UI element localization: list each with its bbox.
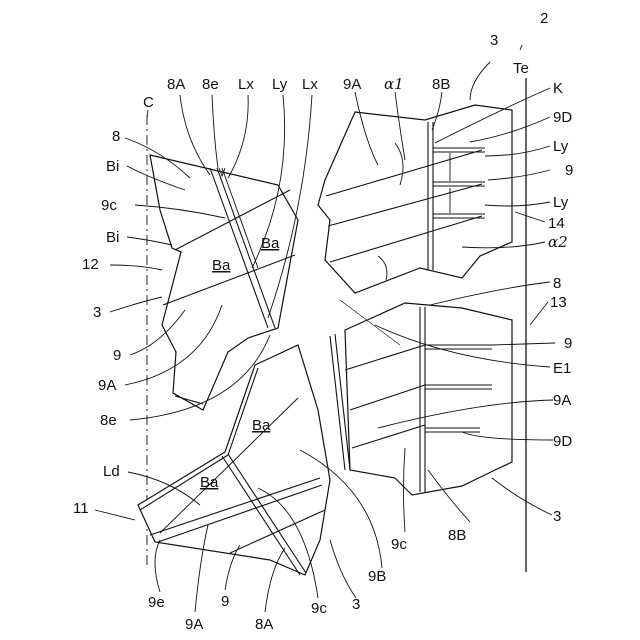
label-c: C xyxy=(143,94,154,111)
label-ba-2: Ba xyxy=(212,257,231,274)
label-8-left: 8 xyxy=(112,128,120,145)
label-e1: E1 xyxy=(553,360,571,377)
label-ba-4: Ba xyxy=(200,474,219,491)
label-3-bottom: 3 xyxy=(352,596,360,613)
label-9a-left: 9A xyxy=(98,377,116,394)
label-9-r2: 9 xyxy=(564,335,572,352)
label-13: 13 xyxy=(550,294,567,311)
label-9-bottom: 9 xyxy=(221,593,229,610)
label-9a-top: 9A xyxy=(343,76,361,93)
label-ly-top: Ly xyxy=(272,76,288,93)
label-bi-1: Bi xyxy=(106,158,119,175)
label-8a-bottom: 8A xyxy=(255,616,273,633)
label-te: Te xyxy=(513,60,529,77)
block-11 xyxy=(138,345,330,575)
block-14 xyxy=(318,105,512,293)
label-14: 14 xyxy=(548,215,565,232)
label-8e-left: 8e xyxy=(100,412,117,429)
label-ly-r1: Ly xyxy=(553,138,569,155)
label-ba-1: Ba xyxy=(261,235,280,252)
label-lx-2: Lx xyxy=(302,76,318,93)
label-k: K xyxy=(553,80,563,97)
label-fig-number: 2 xyxy=(540,10,548,27)
label-3-left: 3 xyxy=(93,304,101,321)
label-9-left: 9 xyxy=(113,347,121,364)
label-11: 11 xyxy=(73,500,89,517)
label-9a-right: 9A xyxy=(553,392,571,409)
label-9-r1: 9 xyxy=(565,162,573,179)
label-9e: 9e xyxy=(148,594,165,611)
label-9c-left: 9c xyxy=(101,197,117,214)
label-bi-2: Bi xyxy=(106,229,119,246)
label-ba-3: Ba xyxy=(252,417,271,434)
label-alpha1: α1 xyxy=(384,75,404,93)
label-8b-bottom: 8B xyxy=(448,527,466,544)
label-8a-top: 8A xyxy=(167,76,185,93)
label-ld: Ld xyxy=(103,463,120,480)
label-9c-bottom: 9c xyxy=(311,600,327,617)
label-9c-mid: 9c xyxy=(391,536,407,553)
label-alpha2: α2 xyxy=(548,233,568,251)
label-9a-bottom: 9A xyxy=(185,616,203,633)
label-9b: 9B xyxy=(368,568,386,585)
label-3-top: 3 xyxy=(490,32,498,49)
label-lx-1: Lx xyxy=(238,76,254,93)
label-8b-top: 8B xyxy=(432,76,450,93)
label-9d-top: 9D xyxy=(553,109,572,126)
label-8-right: 8 xyxy=(553,275,561,292)
block-13 xyxy=(330,303,512,495)
label-9d-bottom: 9D xyxy=(553,433,572,450)
label-ly-r2: Ly xyxy=(553,194,569,211)
label-12: 12 xyxy=(82,256,99,273)
label-3-right: 3 xyxy=(553,508,561,525)
label-8e-top: 8e xyxy=(202,76,219,93)
